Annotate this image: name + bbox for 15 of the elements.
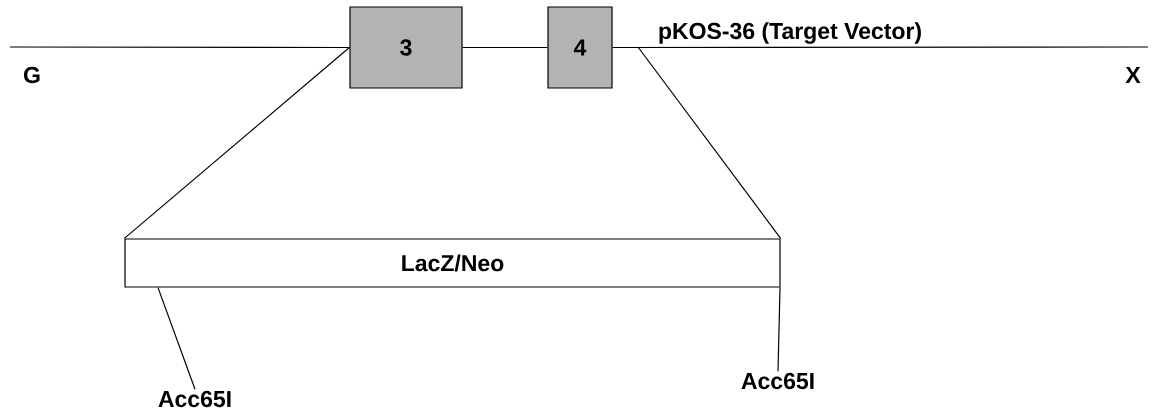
insertion-line <box>123 46 350 239</box>
site-label: Acc65I <box>158 390 231 408</box>
leader-line <box>157 287 196 390</box>
dna-line <box>9 46 350 49</box>
label-text: pKOS-36 (Target Vector) <box>659 22 921 44</box>
exon-box: 4 <box>547 6 613 89</box>
cassette-box: LacZ/Neo <box>124 238 781 288</box>
label-text: X <box>1125 67 1141 83</box>
dna-line <box>612 46 1149 49</box>
exon-box: 3 <box>349 6 463 89</box>
label-text: G <box>24 66 40 84</box>
dna-line <box>462 46 548 49</box>
insertion-line <box>637 46 782 239</box>
site-label: Acc65I <box>741 372 814 390</box>
leader-line <box>777 287 781 372</box>
